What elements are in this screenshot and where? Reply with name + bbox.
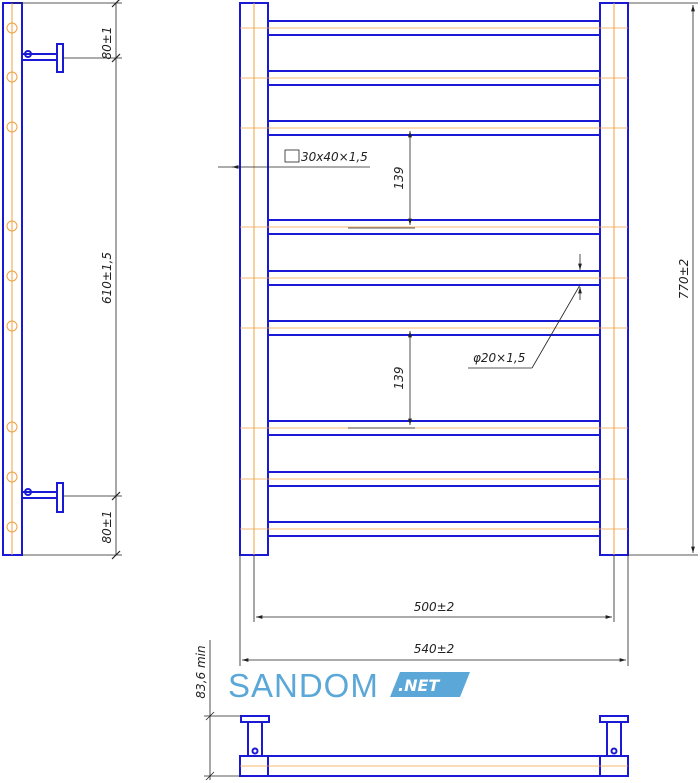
front-view: 30x40×1,5 139 139 φ20×1,5 770±2 (218, 2, 698, 666)
dim-overall-width-lines (239, 555, 629, 666)
dim-rung-tube: φ20×1,5 (473, 351, 525, 365)
sandom-logo: SANDOM .NET (228, 667, 470, 704)
top-left-standoff (247, 721, 263, 757)
dim-overall-width: 540±2 (414, 642, 455, 656)
dim-rung-spacing-lower: 139 (392, 367, 406, 390)
side-dimension-ticks (111, 0, 121, 560)
side-extension-lines (12, 2, 122, 556)
dim-side-bottom-offset: 80±1 (100, 511, 114, 544)
top-right-standoff (606, 721, 622, 757)
top-view: 83,6 min (194, 640, 629, 781)
side-top-bracket (21, 43, 64, 73)
front-rungs (267, 20, 601, 537)
logo-text: SANDOM (228, 667, 379, 704)
dim-side-top-offset: 80±1 (100, 27, 114, 60)
dim-overall-height: 770±2 (677, 259, 691, 300)
dim-inner-width: 500±2 (414, 600, 455, 614)
dim-rung-spacing-upper: 139 (392, 167, 406, 190)
dim-clearance-lines (204, 640, 241, 781)
side-bottom-bracket (21, 482, 64, 513)
dim-profile: 30x40×1,5 (301, 150, 368, 164)
dim-overall-height-lines (628, 2, 698, 556)
logo-net-badge (390, 672, 470, 697)
side-rung-markers (6, 22, 18, 533)
profile-callout (218, 149, 370, 169)
dim-wall-clearance: 83,6 min (194, 645, 208, 698)
side-view: 80±1 610±1,5 80±1 (2, 0, 122, 560)
tube-callout (468, 254, 582, 369)
dim-spacing-upper-lines (348, 131, 415, 229)
dim-inner-width-lines (253, 555, 615, 622)
dim-spacing-lower-lines (348, 331, 415, 429)
logo-net-text: .NET (398, 676, 440, 695)
front-rung-centerlines (240, 27, 628, 530)
dim-side-mount-span: 610±1,5 (100, 252, 114, 304)
